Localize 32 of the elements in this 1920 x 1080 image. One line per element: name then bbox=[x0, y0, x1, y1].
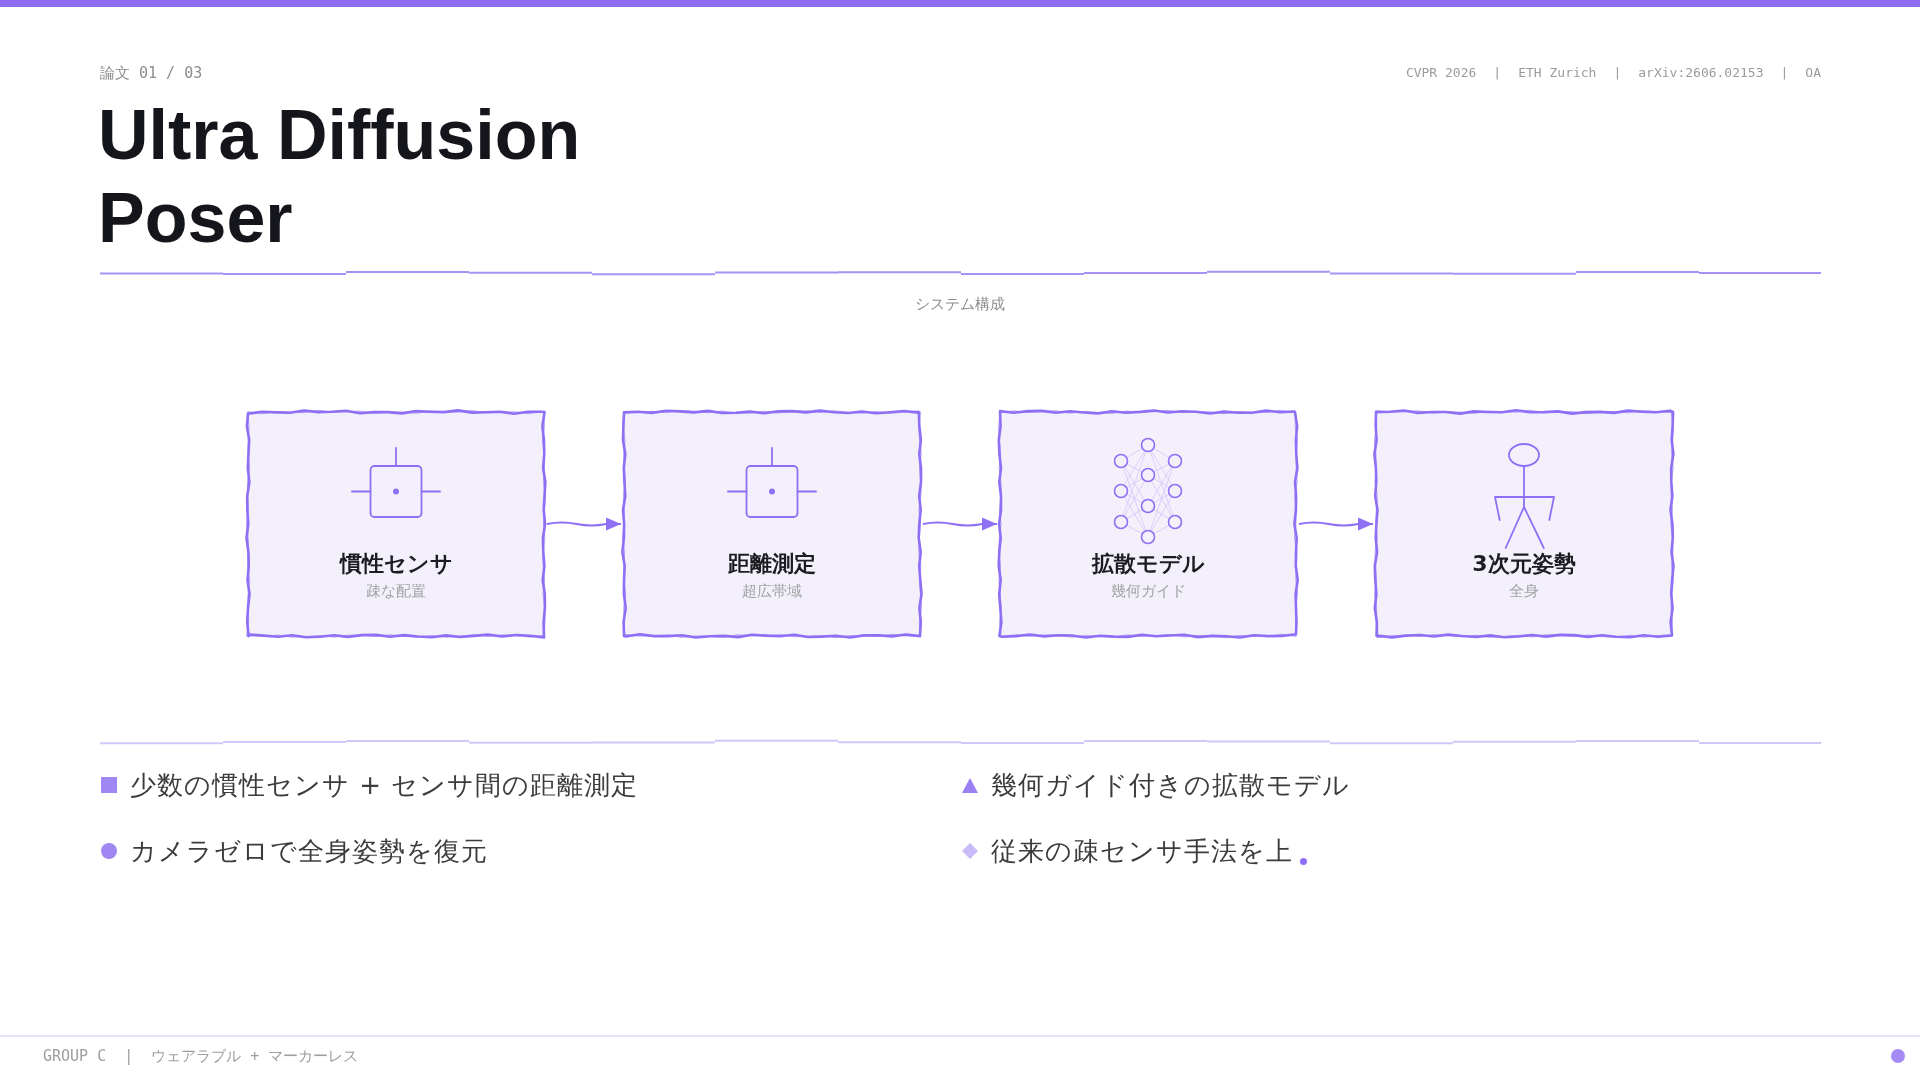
affiliation-label: ETH Zurich bbox=[1518, 64, 1597, 82]
node-title: 慣性センサ bbox=[339, 549, 453, 578]
bullet-text: 幾何ガイド付きの拡散モデル bbox=[991, 769, 1350, 802]
node-title: 3次元姿勢 bbox=[1472, 549, 1576, 578]
process-box bbox=[1373, 409, 1675, 639]
separator: | bbox=[124, 1046, 134, 1066]
node-subtitle: 全身 bbox=[1509, 580, 1539, 601]
paper-id: arXiv:2606.02153 bbox=[1638, 64, 1764, 82]
arrow bbox=[922, 517, 998, 531]
page-title: Ultra Diffusion Poser bbox=[98, 95, 582, 259]
node-title: 距離測定 bbox=[728, 549, 816, 578]
process-box bbox=[245, 409, 547, 639]
arrow bbox=[546, 517, 622, 531]
access-label: OA bbox=[1805, 64, 1821, 82]
separator: | bbox=[1493, 64, 1502, 82]
separator: | bbox=[1613, 64, 1622, 82]
node-subtitle: 疎な配置 bbox=[366, 580, 426, 601]
bullet-text: 従来の疎センサ手法を上 bbox=[991, 835, 1293, 868]
process-box bbox=[997, 409, 1299, 639]
footer-group-label: GROUP C bbox=[43, 1046, 107, 1066]
arrow bbox=[1298, 517, 1374, 531]
bullet-text: 少数の慣性センサ + センサ間の距離測定 bbox=[130, 769, 639, 802]
process-box bbox=[621, 409, 923, 639]
bullet-text: カメラゼロで全身姿勢を復元 bbox=[130, 835, 488, 868]
conference-label: CVPR 2026 bbox=[1405, 64, 1477, 82]
node-subtitle: 超広帯域 bbox=[742, 580, 802, 601]
footer-tagline: ウェアラブル + マーカーレス bbox=[151, 1046, 359, 1066]
section-heading: システム構成 bbox=[915, 294, 1005, 314]
node-subtitle: 幾何ガイド bbox=[1110, 580, 1186, 601]
separator: | bbox=[1780, 64, 1789, 82]
node-title: 拡散モデル bbox=[1091, 549, 1205, 578]
page-counter: 論文 01 / 03 bbox=[100, 63, 203, 83]
